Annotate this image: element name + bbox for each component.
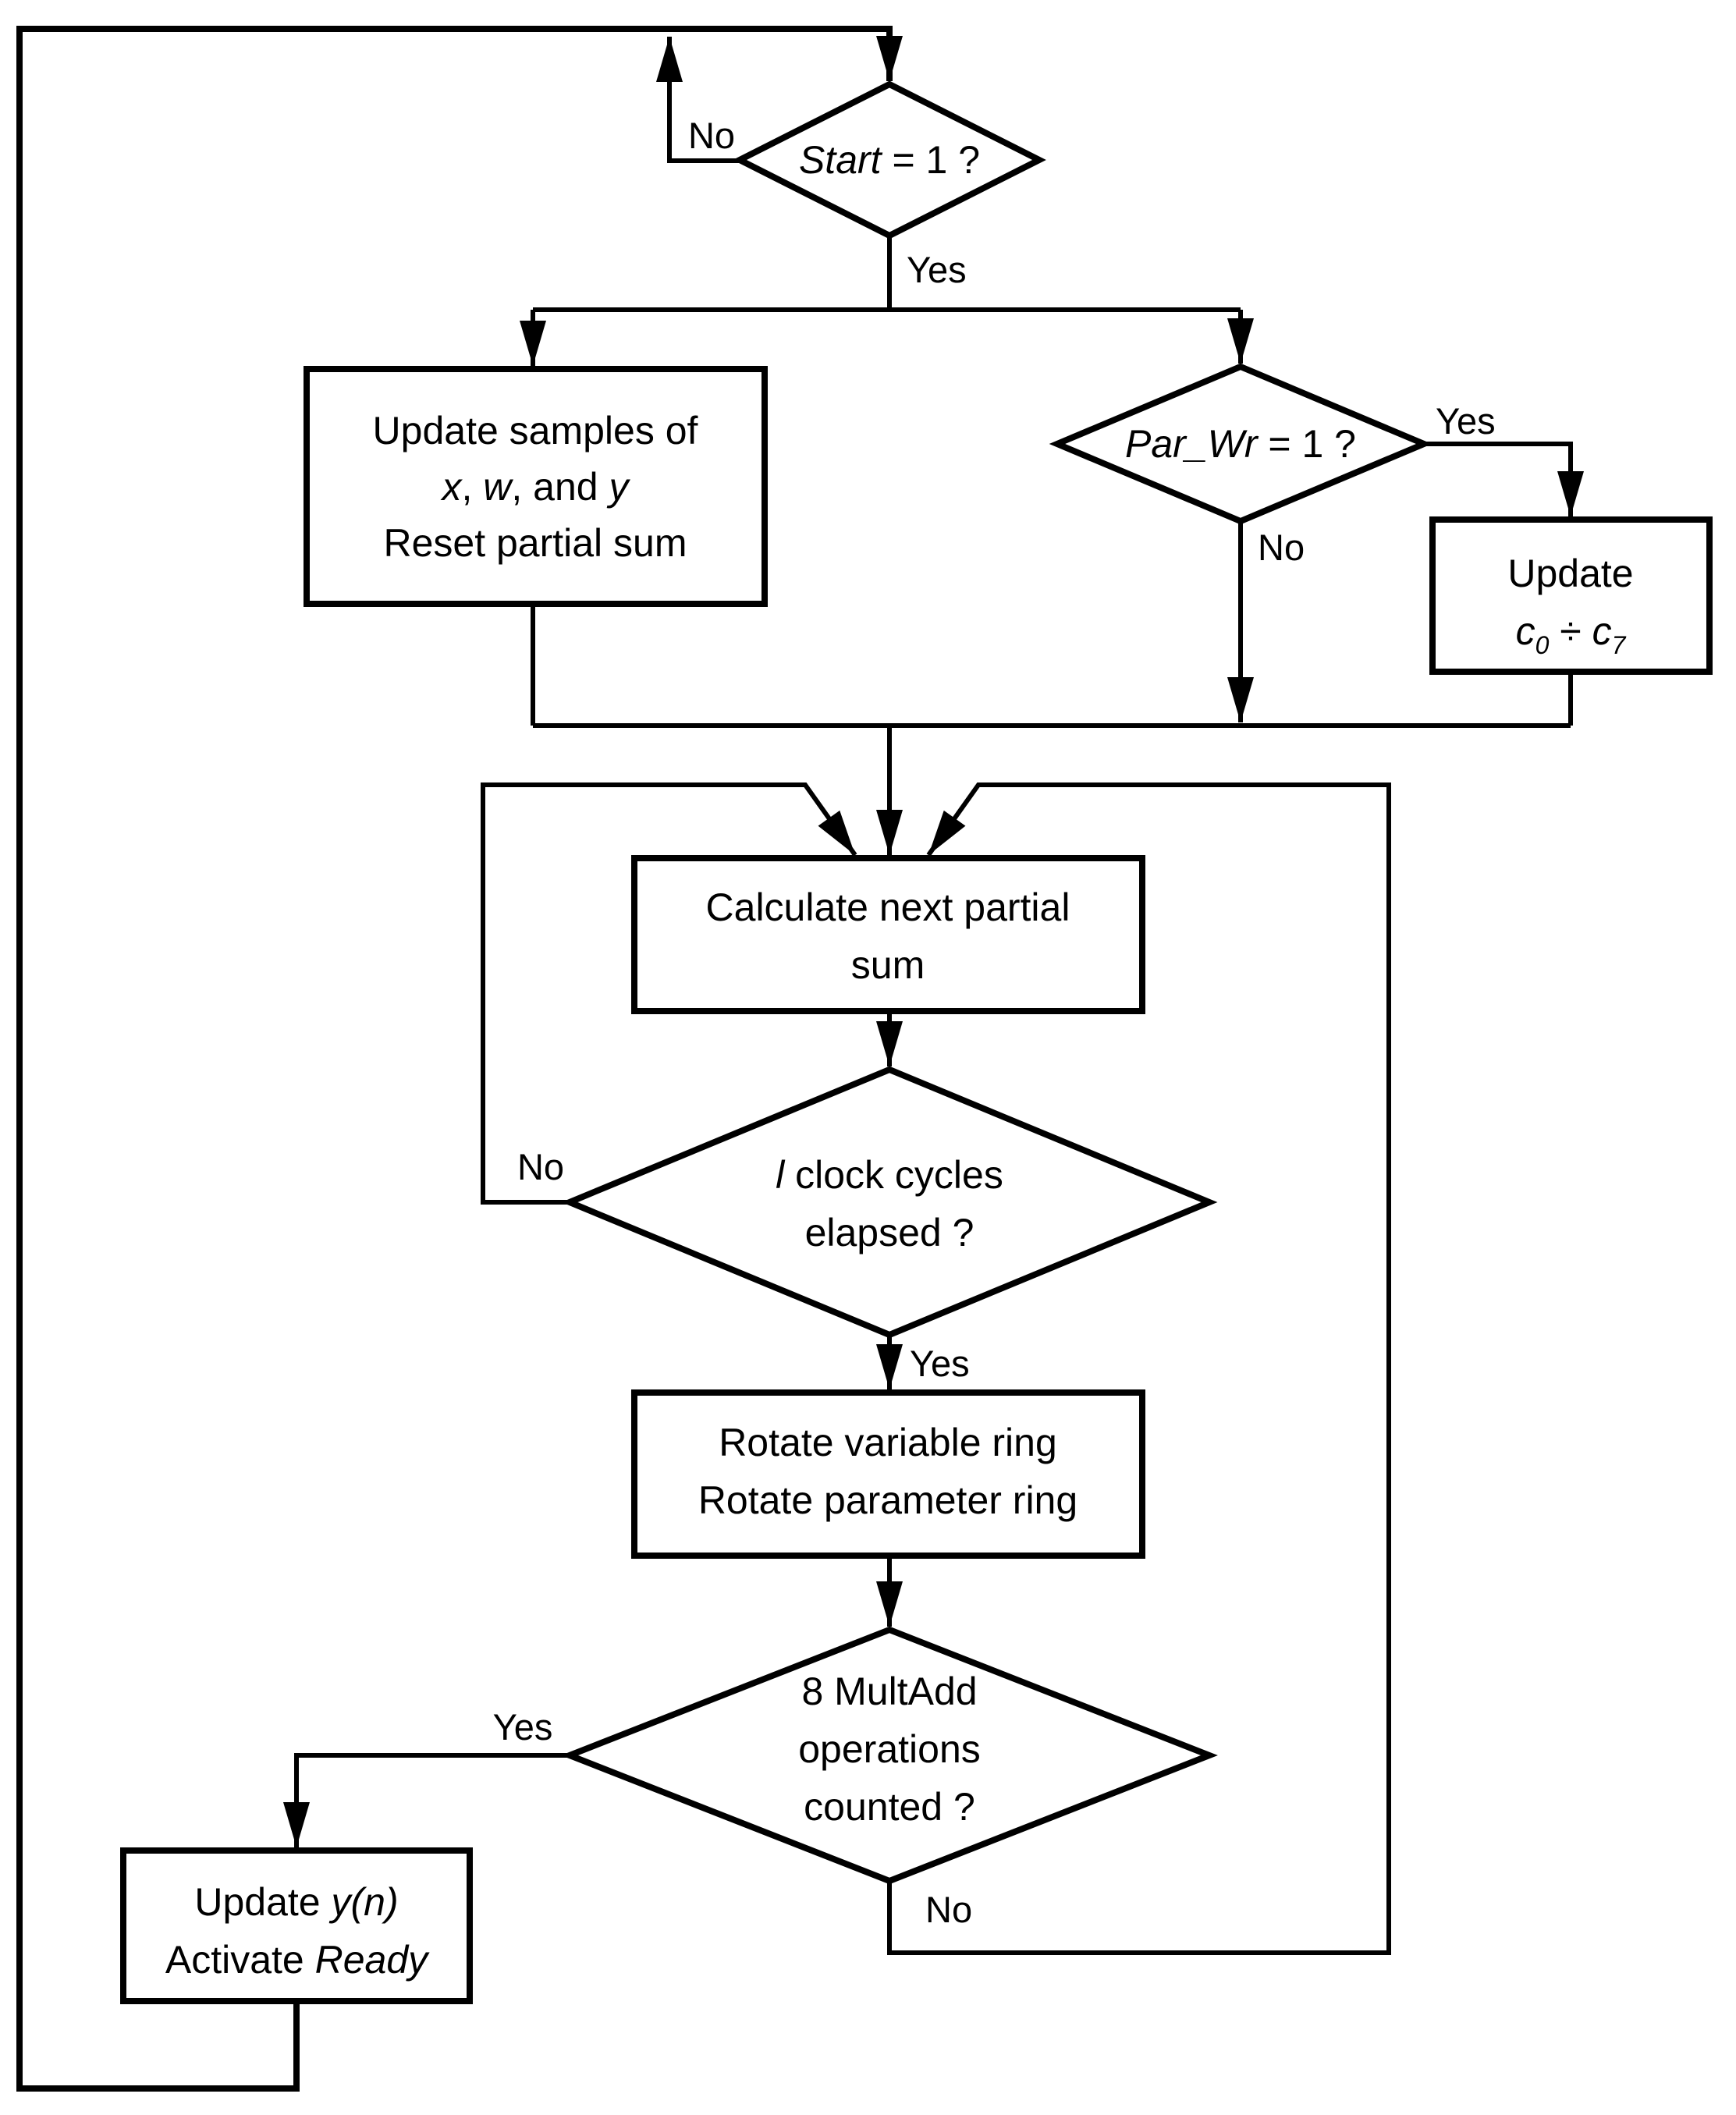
update-coeffs-line2: c0 ÷ c7	[1516, 609, 1627, 659]
node-update-output: Update y(n) Activate Ready	[120, 1847, 473, 2004]
edge-clock-no-loop	[481, 782, 857, 1205]
parwr-decision-label: Par_Wr = 1 ?	[1125, 422, 1356, 466]
multadd-decision-line2: operations	[798, 1727, 981, 1771]
label-clock-no: No	[517, 1146, 564, 1187]
node-update-coeffs: Update c0 ÷ c7	[1429, 516, 1713, 675]
update-coeffs-line1: Update	[1507, 552, 1633, 595]
start-diamond-shape	[733, 80, 1046, 240]
update-samples-box	[304, 366, 768, 607]
multadd-decision-line3: counted ?	[804, 1785, 975, 1829]
parwr-diamond-shape	[1049, 363, 1432, 525]
edge-parwr-yes	[1424, 442, 1584, 516]
label-multadd-no: No	[925, 1889, 972, 1930]
calc-partial-sum-line1: Calculate next partial	[706, 885, 1070, 929]
update-coeffs-box	[1429, 516, 1713, 675]
calc-partial-sum-line2: sum	[851, 943, 925, 987]
node-rotate-rings: Rotate variable ring Rotate parameter ri…	[631, 1389, 1145, 1559]
multadd-decision-line1: 8 MultAdd	[801, 1670, 977, 1713]
clock-decision-line1: l clock cycles	[776, 1153, 1003, 1197]
rotate-rings-line2: Rotate parameter ring	[698, 1478, 1077, 1522]
rotate-rings-line1: Rotate variable ring	[719, 1421, 1057, 1464]
update-samples-line1: Update samples of	[373, 409, 698, 452]
node-start-decision: Start = 1 ?	[733, 80, 1046, 240]
edge-multadd-yes	[283, 1753, 570, 1847]
node-update-samples: Update samples of x, w, and y Reset part…	[304, 366, 768, 607]
edge-return-loop	[16, 26, 903, 2092]
node-multadd-decision: 8 MultAdd operations counted ?	[561, 1626, 1218, 1885]
edge-multadd-no-loop	[887, 782, 1391, 1955]
node-calc-partial-sum: Calculate next partial sum	[631, 855, 1145, 1014]
update-output-line2: Activate Ready	[165, 1938, 430, 1982]
node-parwr-decision: Par_Wr = 1 ?	[1049, 363, 1432, 525]
multadd-diamond-shape	[561, 1626, 1218, 1885]
label-clock-yes: Yes	[910, 1343, 970, 1384]
label-start-yes: Yes	[907, 249, 967, 290]
update-samples-line2: x, w, and y	[440, 465, 630, 509]
rotate-rings-box	[631, 1389, 1145, 1559]
label-multadd-yes: Yes	[493, 1706, 553, 1748]
start-decision-label: Start = 1 ?	[799, 138, 980, 182]
label-parwr-no: No	[1258, 527, 1305, 568]
update-output-box	[120, 1847, 473, 2004]
calc-partial-sum-box	[631, 855, 1145, 1014]
edge-start-no	[656, 37, 740, 163]
label-parwr-yes: Yes	[1436, 400, 1496, 442]
node-clock-decision: l clock cycles elapsed ?	[561, 1066, 1218, 1339]
clock-decision-line2: elapsed ?	[805, 1211, 975, 1254]
label-start-no: No	[688, 115, 735, 156]
clock-diamond-shape	[561, 1066, 1218, 1339]
update-output-line1: Update y(n)	[194, 1880, 398, 1924]
update-samples-line3: Reset partial sum	[383, 521, 687, 565]
